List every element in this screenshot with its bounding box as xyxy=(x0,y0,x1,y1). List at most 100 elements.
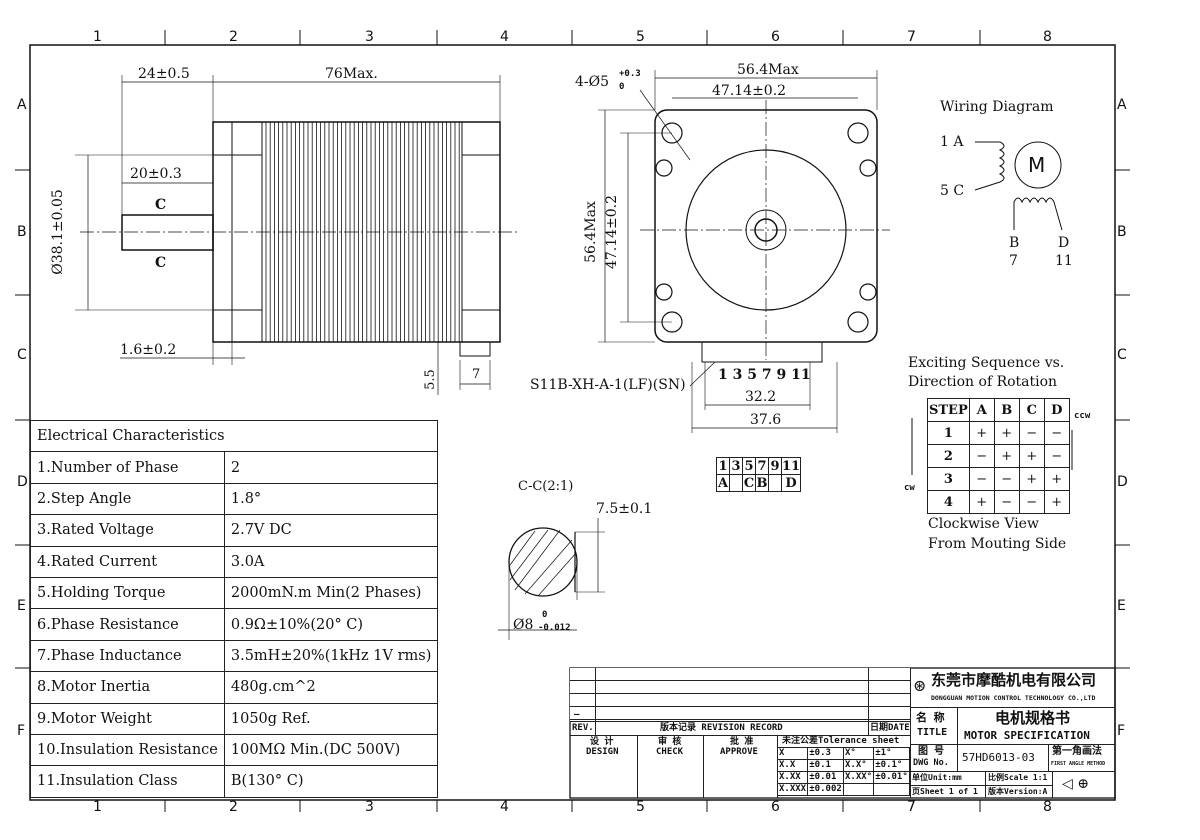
connector-pin: 7 xyxy=(755,457,769,475)
dia-tol-upper: 0 xyxy=(542,610,548,620)
connector-pin: 3 xyxy=(729,457,743,475)
connector-phase xyxy=(768,474,782,492)
parameter-value: 480g.cm^2 xyxy=(223,671,439,704)
holes-tol-lower: 0 xyxy=(619,82,625,92)
column-label: 3 xyxy=(365,799,374,815)
tolerance-cell: X.XX° xyxy=(842,771,875,784)
row-label: F xyxy=(1117,723,1126,739)
tolerance-row: X.XXX±0.002 xyxy=(776,783,910,796)
dim-holes: 4-Ø5 xyxy=(575,74,610,90)
column-label: 5 xyxy=(636,29,645,45)
connector-pin: 9 xyxy=(768,457,782,475)
name-en: TITLE xyxy=(917,727,948,738)
parameter-value: 100MΩ Min.(DC 500V) xyxy=(223,733,439,767)
sequence-cell: − xyxy=(993,490,1020,514)
title-cn: 电机规格书 xyxy=(995,709,1071,727)
sequence-header: B xyxy=(993,398,1020,422)
sequence-cell: − xyxy=(1043,444,1070,468)
sequence-header: A xyxy=(968,398,995,422)
holes-tol-upper: +0.3 xyxy=(619,69,641,79)
sequence-title-1: Exciting Sequence vs. xyxy=(908,355,1065,371)
parameter-value: 0.9Ω±10%(20° C) xyxy=(223,608,439,641)
row-label: E xyxy=(17,598,26,614)
approve-en: APPROVE xyxy=(720,747,758,757)
connector-pin: 11 xyxy=(780,457,802,475)
sequence-cell: 1 xyxy=(927,421,970,445)
lead-7: 7 xyxy=(1009,253,1018,269)
dim-flange: 24±0.5 xyxy=(138,66,190,82)
parameter-value: B(130° C) xyxy=(223,765,439,798)
dwg-number: 57HD6013-03 xyxy=(962,751,1035,764)
column-label: 6 xyxy=(771,29,780,45)
lead-5c: 5 C xyxy=(940,183,965,199)
lead-1a: 1 A xyxy=(940,134,964,150)
column-label: 8 xyxy=(1043,799,1052,815)
design-en: DESIGN xyxy=(586,747,619,757)
angle-en: FIRST ANGLE METHOD xyxy=(1051,761,1106,767)
tolerance-cell: ±0.1° xyxy=(873,759,910,772)
parameter-value: 3.0A xyxy=(223,545,439,578)
row-label: E xyxy=(1117,598,1126,614)
tolerance-cell: ±0.01° xyxy=(873,771,910,784)
design-cn: 设 计 xyxy=(590,737,614,747)
tolerance-cell: ±0.1 xyxy=(807,759,844,772)
column-label: 6 xyxy=(771,799,780,815)
wiring-title: Wiring Diagram xyxy=(940,99,1054,115)
parameter-name: 2.Step Angle xyxy=(30,482,225,516)
dim-pins: 32.2 xyxy=(745,389,777,405)
dwg-en: DWG No. xyxy=(913,758,949,768)
column-label: 5 xyxy=(636,799,645,815)
parameter-name: 8.Motor Inertia xyxy=(30,671,225,704)
sequence-header: C xyxy=(1018,398,1045,422)
row-label: C xyxy=(1117,347,1127,363)
sequence-row: 2−++− xyxy=(927,444,1070,468)
tolerance-cell: X.XXX xyxy=(776,783,809,796)
motor-symbol: M xyxy=(1028,153,1046,177)
tolerance-cell: ±0.3 xyxy=(807,747,844,760)
company-logo-icon: ⊛ xyxy=(913,676,927,695)
rev-label: REV. xyxy=(572,723,594,733)
sequence-cell: + xyxy=(1043,467,1070,491)
parameter-name: 9.Motor Weight xyxy=(30,702,225,735)
view-note-1: Clockwise View xyxy=(928,516,1039,532)
column-label: 1 xyxy=(93,29,102,45)
revision-record: 版本记录 REVISION RECORD xyxy=(660,723,783,733)
title-en: MOTOR SPECIFICATION xyxy=(964,729,1090,742)
parameter-name: 5.Holding Torque xyxy=(30,576,225,610)
dim-length: 76Max. xyxy=(325,66,378,82)
section-title: C-C(2:1) xyxy=(518,479,574,494)
dim-hole-pitch: 47.14±0.2 xyxy=(712,83,787,99)
sequence-cell: + xyxy=(1018,467,1045,491)
parameter-value: 3.5mH±20%(1kHz 1V rms) xyxy=(223,639,439,673)
check-cn: 审 核 xyxy=(658,737,682,747)
sequence-cell: − xyxy=(968,444,995,468)
tolerance-cell xyxy=(873,783,910,796)
row-label: B xyxy=(1117,224,1127,240)
tolerance-cell xyxy=(842,783,875,796)
row-label: F xyxy=(17,723,26,739)
tolerance-cell: X.X xyxy=(776,759,809,772)
sequence-row: 4+−−+ xyxy=(927,490,1070,514)
sequence-cell: + xyxy=(968,490,995,514)
dim-hole-pitch-v: 47.14±0.2 xyxy=(604,194,621,270)
tolerance-cell: ±0.002 xyxy=(807,783,844,796)
name-cn: 名 称 xyxy=(916,711,945,724)
dim-width: 56.4Max xyxy=(737,62,799,78)
sequence-cell: 4 xyxy=(927,490,970,514)
date-label: 日期DATE xyxy=(870,723,910,733)
connector-label: S11B-XH-A-1(LF)(SN) xyxy=(530,377,686,393)
tolerance-cell: ±0.01 xyxy=(807,771,844,784)
dwg-cn: 图 号 xyxy=(918,746,945,757)
sequence-cell: + xyxy=(1043,490,1070,514)
sequence-header: D xyxy=(1043,398,1070,422)
row-label: C xyxy=(17,347,27,363)
